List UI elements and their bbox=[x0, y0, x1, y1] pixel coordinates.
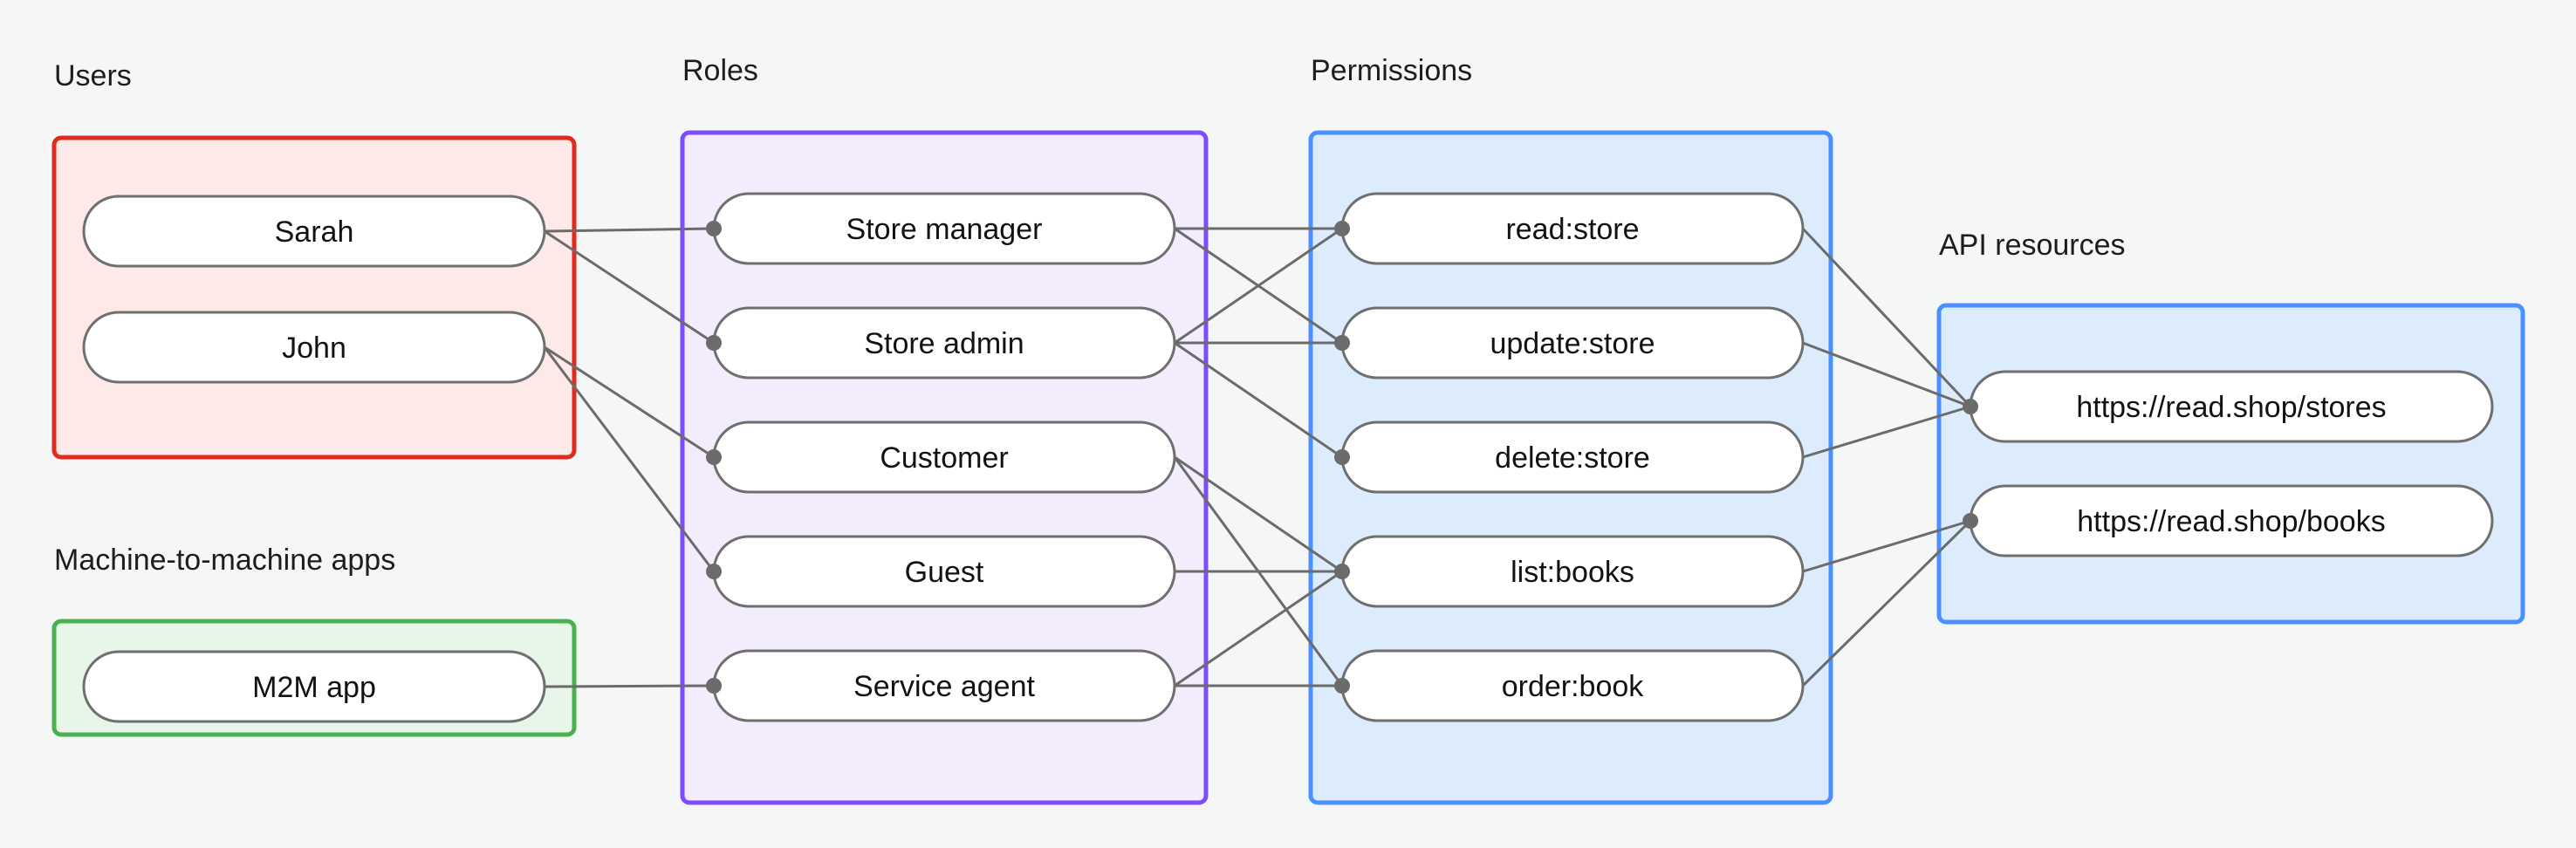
edge-endpoint-customer bbox=[706, 449, 722, 465]
node-pill-sarah[interactable] bbox=[82, 195, 546, 268]
node-delete-store[interactable]: delete:store bbox=[1340, 421, 1805, 494]
edge-endpoint-store-manager bbox=[706, 221, 722, 236]
node-list-books[interactable]: list:books bbox=[1340, 535, 1805, 608]
node-res-books[interactable]: https://read.shop/books bbox=[1969, 484, 2494, 557]
group-box-api bbox=[1936, 303, 2525, 625]
node-label-order-book: order:book bbox=[1502, 670, 1645, 703]
edge-endpoint-read-store bbox=[1334, 221, 1350, 236]
node-guest[interactable]: Guest bbox=[712, 535, 1176, 608]
node-sarah[interactable]: Sarah bbox=[82, 195, 546, 268]
edge-endpoint-update-store bbox=[1334, 335, 1350, 351]
edge-endpoint-service-agent bbox=[706, 678, 722, 694]
node-pill-john[interactable] bbox=[82, 311, 546, 384]
group-box-users bbox=[51, 135, 577, 460]
node-label-res-books: https://read.shop/books bbox=[2077, 505, 2385, 538]
node-label-customer: Customer bbox=[880, 441, 1008, 475]
edge-customer-to-list-books bbox=[1174, 455, 1343, 573]
node-label-store-manager: Store manager bbox=[846, 213, 1043, 246]
edge-list-books-to-res-books bbox=[1802, 519, 1971, 573]
node-read-store[interactable]: read:store bbox=[1340, 192, 1805, 265]
edge-sarah-to-store-manager bbox=[544, 227, 715, 233]
node-store-admin[interactable]: Store admin bbox=[712, 306, 1176, 380]
edge-endpoint-res-stores bbox=[1963, 399, 1978, 414]
edge-order-book-to-res-books bbox=[1801, 519, 1972, 687]
node-label-m2mapp: M2M app bbox=[252, 671, 376, 704]
node-update-store[interactable]: update:store bbox=[1340, 306, 1805, 380]
edge-service-agent-to-list-books bbox=[1174, 570, 1343, 687]
edge-m2mapp-to-service-agent bbox=[544, 684, 715, 688]
edge-store-admin-to-delete-store bbox=[1174, 341, 1343, 459]
node-label-update-store: update:store bbox=[1490, 327, 1655, 360]
group-label-m2m: Machine-to-machine apps bbox=[54, 544, 395, 577]
edge-endpoint-store-admin bbox=[706, 335, 722, 351]
node-label-delete-store: delete:store bbox=[1495, 441, 1650, 475]
node-label-list-books: list:books bbox=[1511, 556, 1634, 589]
group-label-api: API resources bbox=[1939, 229, 2126, 262]
edge-endpoint-res-books bbox=[1963, 513, 1978, 529]
node-label-store-admin: Store admin bbox=[864, 327, 1024, 360]
node-pill-m2mapp[interactable] bbox=[82, 650, 546, 723]
node-label-john: John bbox=[282, 332, 346, 365]
node-label-read-store: read:store bbox=[1505, 213, 1639, 246]
edge-delete-store-to-res-stores bbox=[1802, 405, 1971, 459]
edge-sarah-to-store-admin bbox=[544, 229, 715, 345]
edge-layer bbox=[543, 227, 1972, 688]
edge-read-store-to-res-stores bbox=[1801, 227, 1972, 408]
node-m2mapp[interactable]: M2M app bbox=[82, 650, 546, 723]
edge-john-to-customer bbox=[544, 345, 715, 459]
edge-john-to-guest bbox=[543, 346, 716, 572]
node-john[interactable]: John bbox=[82, 311, 546, 384]
edge-endpoint-guest bbox=[706, 564, 722, 579]
node-res-stores[interactable]: https://read.shop/stores bbox=[1969, 370, 2494, 443]
edge-endpoint-list-books bbox=[1334, 564, 1350, 579]
node-label-res-stores: https://read.shop/stores bbox=[2076, 391, 2386, 424]
endpoint-layer bbox=[706, 221, 1978, 694]
edge-endpoint-delete-store bbox=[1334, 449, 1350, 465]
edge-update-store-to-res-stores bbox=[1802, 341, 1971, 408]
edge-store-admin-to-read-store bbox=[1174, 227, 1343, 345]
group-label-users: Users bbox=[54, 59, 132, 92]
node-label-service-agent: Service agent bbox=[853, 670, 1035, 703]
edge-endpoint-order-book bbox=[1334, 678, 1350, 694]
node-store-manager[interactable]: Store manager bbox=[712, 192, 1176, 265]
group-label-roles: Roles bbox=[682, 54, 758, 87]
node-order-book[interactable]: order:book bbox=[1340, 649, 1805, 722]
node-service-agent[interactable]: Service agent bbox=[712, 649, 1176, 722]
node-label-guest: Guest bbox=[905, 556, 984, 589]
node-customer[interactable]: Customer bbox=[712, 421, 1176, 494]
node-label-sarah: Sarah bbox=[275, 215, 354, 249]
group-label-permissions: Permissions bbox=[1311, 54, 1472, 87]
